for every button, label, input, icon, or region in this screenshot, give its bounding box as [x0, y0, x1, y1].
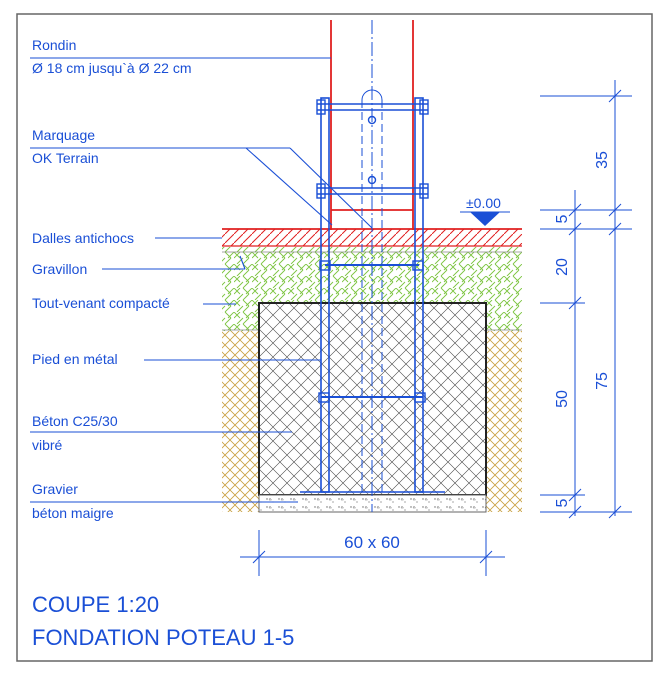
label-dalles: Dalles antichocs [32, 230, 134, 246]
metal-foot [300, 97, 445, 493]
drawing-title-scale: COUPE 1:20 [32, 592, 159, 617]
dim-5-top: 5 [554, 214, 571, 223]
drawing-frame [16, 13, 653, 662]
label-rondin: Rondin [32, 37, 76, 53]
label-beton: Béton C25/30 [32, 413, 118, 429]
level-value: ±0.00 [466, 195, 501, 211]
label-vibre: vibré [32, 437, 63, 453]
dim-50: 50 [554, 390, 571, 408]
horizontal-dimension [240, 530, 505, 576]
drawing-title-name: FONDATION POTEAU 1-5 [32, 625, 294, 650]
label-beton-maigre: béton maigre [32, 505, 114, 521]
label-ok-terrain: OK Terrain [32, 150, 99, 166]
level-triangle-icon [470, 212, 500, 226]
dim-5-bottom: 5 [554, 498, 571, 507]
dim-width: 60 x 60 [344, 533, 400, 552]
label-gravier: Gravier [32, 481, 78, 497]
dalles-layer [222, 229, 522, 246]
bolt-icon [367, 115, 377, 125]
dim-75: 75 [594, 372, 611, 390]
dim-35: 35 [594, 151, 611, 169]
label-tout-venant: Tout-venant compacté [32, 295, 170, 311]
leader-lines [30, 57, 373, 503]
dim-20: 20 [554, 258, 571, 276]
label-marquage: Marquage [32, 127, 95, 143]
label-rondin-diameter: Ø 18 cm jusqu`à Ø 22 cm [32, 60, 192, 76]
vertical-dimensions [540, 80, 632, 519]
label-pied: Pied en métal [32, 351, 118, 367]
label-gravillon: Gravillon [32, 261, 87, 277]
bolt-icon [367, 175, 377, 185]
